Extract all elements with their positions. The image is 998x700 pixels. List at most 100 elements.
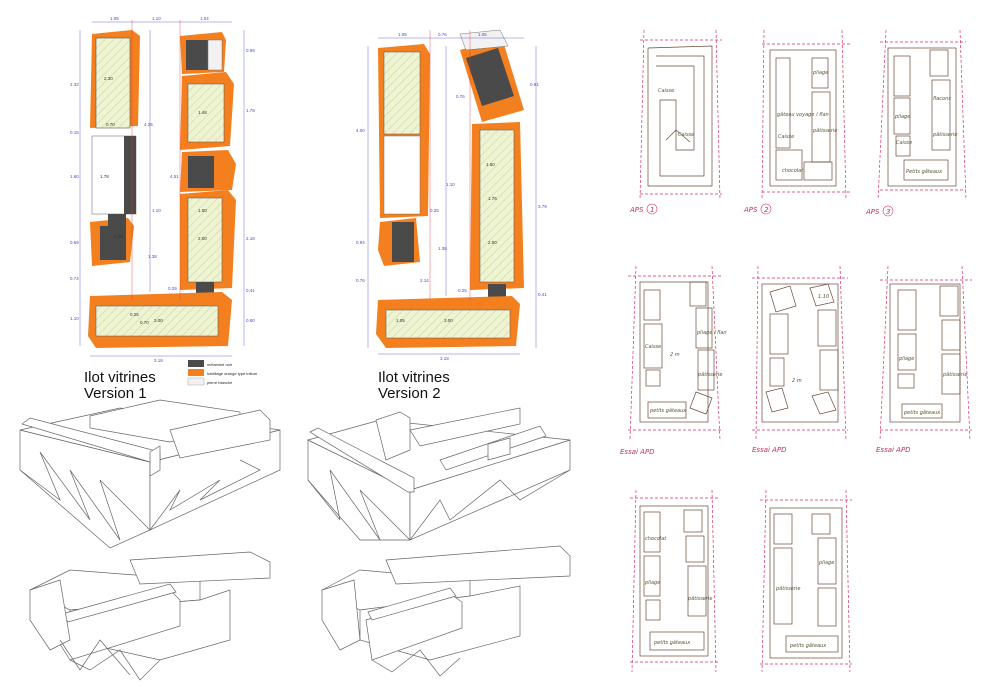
aps2-note-5: pliage: [812, 70, 828, 76]
sketch-essai-1: [628, 265, 722, 441]
v1-dim-top-3: 1.04: [200, 16, 209, 21]
v2-dim-mid-4: 2.14: [420, 278, 429, 283]
v2-dim-right-1: 0.81: [530, 82, 539, 87]
v2-dim-top-3: 1.05: [478, 32, 487, 37]
v1-dim-right-4: 0.41: [246, 288, 255, 293]
v1-inner-1: 2.30: [104, 76, 113, 81]
v2-dim-left-2: 0.94: [356, 240, 365, 245]
aps1-note-2: Caisse: [678, 132, 694, 138]
sketch-aps-1: [639, 29, 722, 201]
material-legend: mélaminé noir habillage orange type tril…: [187, 360, 258, 386]
aps1-label: APS: [629, 206, 644, 214]
v2-dim-right-2: 0.76: [456, 94, 465, 99]
v2-inner-3: 2.00: [488, 240, 497, 245]
v1-dim-top-1: 1.05: [110, 16, 119, 21]
aps2-note-4: pâtisserie: [812, 127, 837, 134]
final2-note-3: petits gâteaux: [789, 642, 826, 649]
aps3-label: APS: [865, 208, 880, 216]
v1-dim-right-3: 2.18: [246, 236, 255, 241]
v2-dim-right-4: 0.41: [538, 292, 547, 297]
aps2-number: 2: [764, 206, 769, 214]
essai2-label: Essai APD: [752, 446, 787, 454]
wireframe-v2-top: [307, 407, 571, 541]
aps3-note-2: flacons: [933, 96, 951, 102]
v1-dim-mid-4: 1.38: [148, 254, 157, 259]
v1-dim-bottom: 3.18: [154, 358, 163, 363]
v1-inner-5: 1.00: [198, 208, 207, 213]
plan-version-2: 1.05 0.76 1.05 4.00 0.94 0.76 1.10 0.25 …: [356, 29, 547, 402]
v2-inner-1: 1.60: [486, 162, 495, 167]
final1-note-3: pâtisserie: [687, 595, 712, 602]
essai3-note-2: pâtisserie: [942, 371, 967, 378]
sketch-aps-2: [761, 29, 850, 201]
legend-swatch-black: [188, 360, 204, 367]
sketch-final-2: [760, 489, 852, 673]
legend-swatch-white: [187, 377, 205, 386]
v2-dim-bottom: 3.18: [440, 356, 449, 361]
v1-dim-mid-3: 1.10: [152, 208, 161, 213]
wireframe-v1-top: [19, 399, 281, 549]
aps2-note-1: gâteau voyage / flan: [777, 111, 829, 118]
v1-dim-mid-5: 0.29: [168, 286, 177, 291]
aps3-note-5: Petits gâteaux: [906, 168, 942, 175]
v1-dim-left-1: 2.32: [70, 82, 79, 87]
final1-note-2: pliage: [644, 580, 660, 586]
v2-dim-mid-5: 0.25: [458, 288, 467, 293]
sketch-aps-3: [877, 29, 967, 201]
v2-dim-mid-2: 0.25: [430, 208, 439, 213]
v1-inner-10: 0.70: [140, 320, 149, 325]
v2-dim-mid-1: 1.10: [446, 182, 455, 187]
v1-dim-left-2: 0.15: [70, 130, 79, 135]
legend-label-3: pierre blanche: [207, 380, 233, 385]
essai2-note-2: 1.10: [818, 294, 829, 300]
aps3-number: 3: [886, 208, 890, 216]
v2-inner-5: 1.05: [396, 318, 405, 323]
v2-dim-left-1: 4.00: [356, 128, 365, 133]
v2-inner-4: 3.00: [444, 318, 453, 323]
essai1-note-4: Caisse: [645, 344, 661, 350]
v1-inner-4: 1.48: [198, 110, 207, 115]
v1-dim-top-2: 1.10: [152, 16, 161, 21]
v1-dim-left-5: 0.74: [70, 276, 79, 281]
legend-label-2: habillage orange type trilium: [207, 371, 258, 376]
v1-dim-right-1: 0.99: [246, 48, 255, 53]
v1-dim-left-4: 0.69: [70, 240, 79, 245]
aps1-number: 1: [650, 206, 654, 214]
final1-note-1: chocolat: [645, 536, 667, 542]
aps2-label: APS: [743, 206, 758, 214]
sketch-essai-3: [879, 265, 972, 441]
final1-note-4: petits gâteaux: [653, 639, 690, 646]
v2-dim-top-1: 1.05: [398, 32, 407, 37]
v1-inner-3: 1.78: [100, 174, 109, 179]
v2-dim-mid-3: 1.38: [438, 246, 447, 251]
v2-inner-2: 1.76: [488, 196, 497, 201]
v2-subtitle: Version 2: [378, 385, 441, 402]
v2-dim-left-3: 0.76: [356, 278, 365, 283]
final2-note-1: pâtisserie: [775, 585, 800, 592]
v1-dim-left-6: 1.10: [70, 316, 79, 321]
v1-title: Ilot vitrines: [84, 369, 156, 386]
essai2-note-1: 2 m: [792, 378, 802, 384]
essai1-note-2: pâtisserie: [697, 371, 722, 378]
aps2-note-2: Caisse: [778, 134, 794, 140]
v1-dim-mid-2: 4.51: [170, 174, 179, 179]
v2-title: Ilot vitrines: [378, 369, 450, 386]
wireframe-v2-bottom: [321, 545, 571, 677]
legend-swatch-orange: [188, 369, 204, 376]
sketch-essai-2: [752, 265, 848, 441]
legend-label-1: mélaminé noir: [207, 362, 233, 367]
sketch-final-1: [630, 489, 720, 673]
v1-dim-right-2: 1.78: [246, 108, 255, 113]
v1-dim-mid-1: 4.25: [144, 122, 153, 127]
aps2-note-3: chocolat: [782, 168, 804, 174]
v1-inner-9: 3.00: [154, 318, 163, 323]
aps3-note-4: pliage: [894, 114, 910, 120]
v2-dim-top-2: 0.76: [438, 32, 447, 37]
v2-dim-right-3: 3.79: [538, 204, 547, 209]
essai1-label: Essai APD: [620, 448, 655, 456]
essai3-note-1: pliage: [898, 356, 914, 362]
essai3-label: Essai APD: [876, 446, 911, 454]
wireframe-v1-bottom: [29, 551, 271, 681]
v1-dim-left-3: 1.60: [70, 174, 79, 179]
